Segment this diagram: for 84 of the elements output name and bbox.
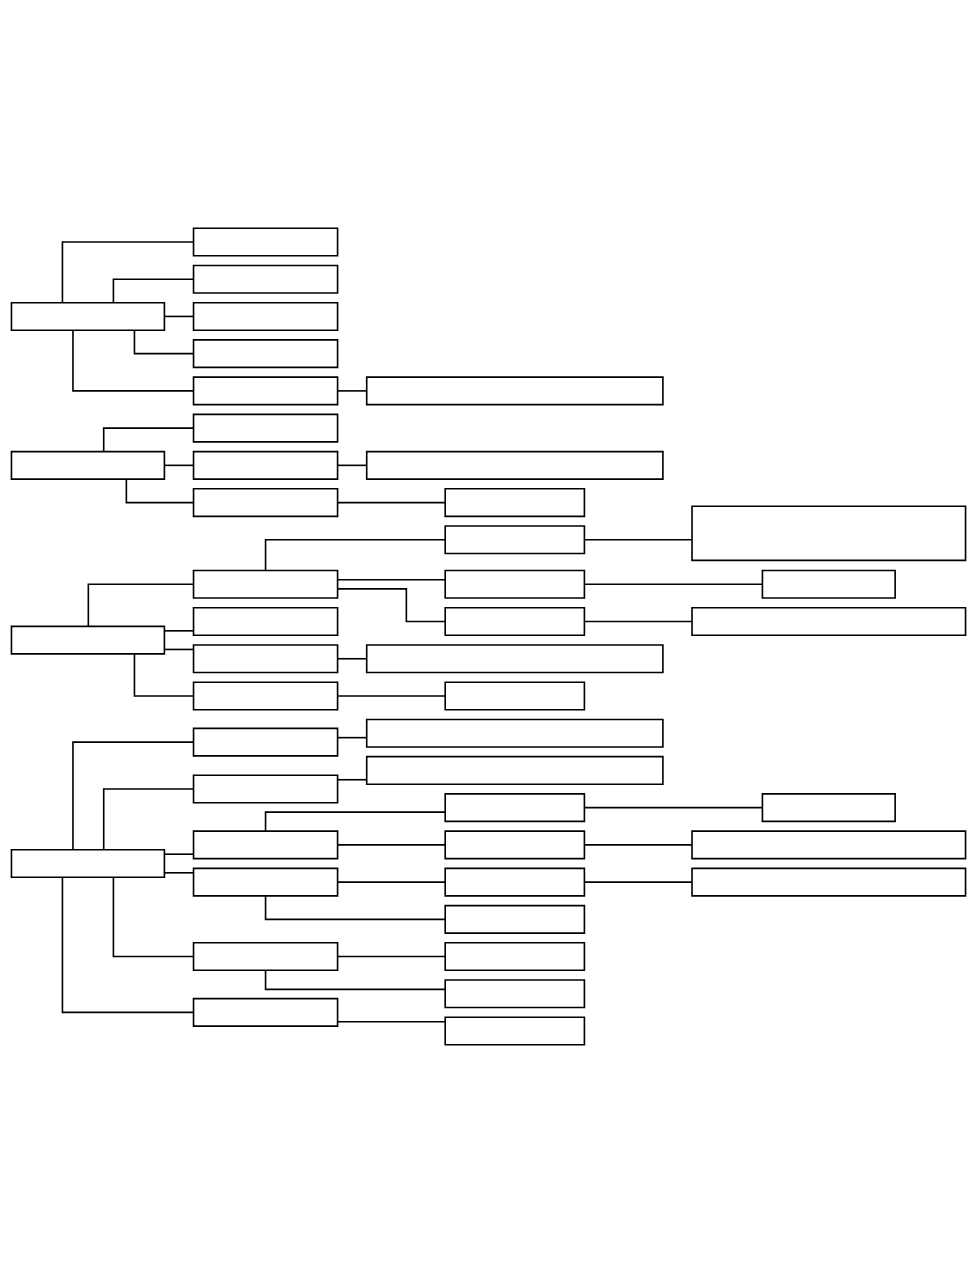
node-box: [192, 774, 339, 804]
node-box: [10, 848, 166, 878]
connector: [125, 477, 195, 503]
node-box: [10, 625, 166, 655]
node-box: [10, 301, 166, 331]
node-box: [444, 569, 586, 599]
node-box: [691, 606, 967, 636]
connector: [163, 629, 195, 632]
node-box: [444, 680, 586, 711]
node-box: [444, 606, 586, 636]
connector: [72, 329, 195, 392]
node-box: [192, 413, 339, 443]
node-box: [444, 904, 586, 934]
connector: [336, 587, 446, 622]
node-box: [192, 997, 339, 1027]
node-box: [365, 450, 664, 480]
node-box: [192, 941, 339, 971]
node-box: [365, 375, 664, 405]
connector: [336, 578, 446, 581]
node-box: [691, 829, 967, 859]
connector: [336, 657, 368, 660]
connector: [336, 955, 446, 957]
node-box: [192, 606, 339, 636]
node-box: [365, 755, 664, 785]
connector: [61, 876, 195, 1013]
connector: [87, 583, 195, 627]
connector: [72, 740, 195, 850]
connector: [163, 315, 195, 317]
connector: [102, 787, 195, 850]
node-box: [192, 487, 339, 517]
node-box: [444, 1015, 586, 1046]
node-box: [192, 338, 339, 368]
connector: [583, 843, 693, 846]
node-box: [444, 524, 586, 554]
node-box: [691, 504, 967, 561]
connector: [583, 880, 693, 883]
connector: [163, 852, 195, 855]
connector: [133, 329, 195, 354]
connector: [336, 880, 446, 883]
connector: [336, 736, 368, 738]
connector: [583, 620, 693, 622]
node-box: [444, 941, 586, 971]
node-box: [444, 487, 586, 517]
node-box: [192, 264, 339, 294]
node-box: [761, 792, 896, 822]
connector: [112, 277, 195, 303]
node-box: [192, 569, 339, 599]
connector: [264, 538, 446, 571]
node-box: [444, 978, 586, 1008]
node-box: [444, 829, 586, 859]
node-box: [192, 867, 339, 897]
node-box: [10, 450, 166, 480]
connector: [583, 538, 693, 541]
connector: [61, 240, 195, 303]
node-box: [365, 643, 664, 673]
node-box: [444, 867, 586, 897]
connector: [336, 843, 446, 846]
connector: [336, 778, 368, 781]
node-box: [761, 569, 896, 599]
connector: [336, 1020, 446, 1022]
node-box: [192, 829, 339, 859]
connector: [583, 806, 764, 808]
node-box: [192, 727, 339, 757]
node-box: [691, 867, 967, 897]
connector: [102, 426, 195, 452]
connector: [163, 648, 195, 650]
node-box: [192, 680, 339, 711]
connector: [336, 501, 446, 503]
connector: [336, 389, 368, 392]
node-box: [192, 643, 339, 673]
connector: [583, 583, 764, 585]
connector: [336, 694, 446, 697]
node-box: [192, 450, 339, 480]
node-box: [192, 226, 339, 257]
connector: [264, 894, 446, 920]
connector: [133, 652, 195, 697]
connector: [163, 464, 195, 466]
node-box: [444, 792, 586, 822]
node-box: [192, 301, 339, 331]
node-box: [192, 375, 339, 405]
node-box: [365, 718, 664, 748]
connector: [112, 876, 195, 957]
connector: [336, 464, 368, 466]
connector: [163, 871, 195, 874]
